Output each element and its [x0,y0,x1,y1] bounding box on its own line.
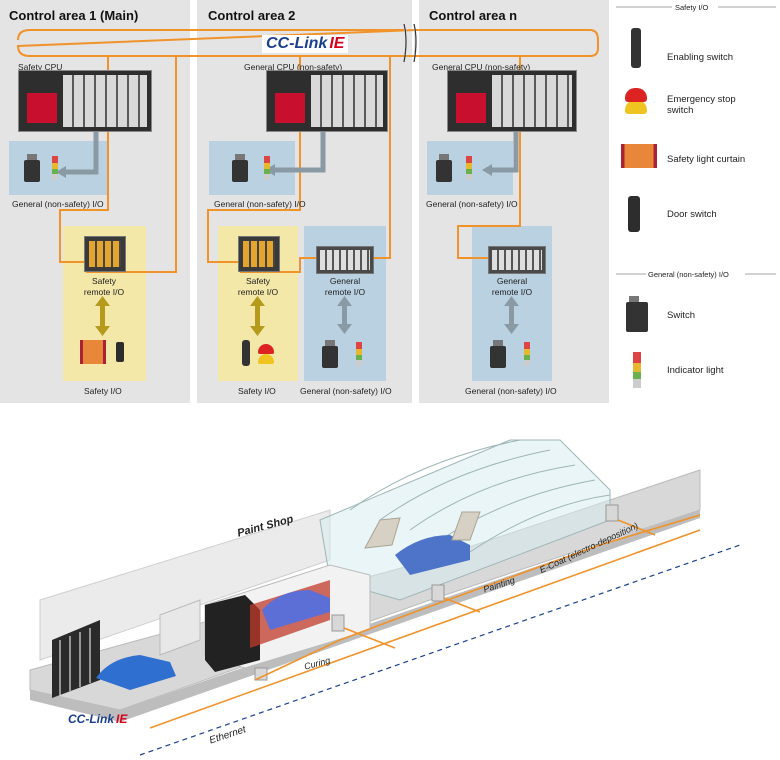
indicator-light-2 [264,156,270,180]
safety-light-curtain-icon [80,340,106,364]
safety-remote-io-1 [84,236,126,272]
area-1-safety-remote-label: Safety remote I/O [83,276,125,297]
legend-emergency-stop-label: Emergency stop switch [667,94,736,116]
switch-device-nb [490,340,506,368]
legend-safety-header: Safety I/O [675,3,709,12]
safety-cpu-rack [18,70,152,132]
switch-device-n [436,154,452,182]
area-n-general-io-bottom-label: General (non-safety) I/O [465,386,557,396]
indicator-light-2b [356,342,362,366]
legend-enabling-switch-label: Enabling switch [667,52,734,63]
switch-device-1 [24,154,40,182]
indicator-light-n [466,156,472,180]
legend-indicator-light-icon [633,352,641,388]
legend-indicator-light-label: Indicator light [667,365,724,376]
area-n-cpu-label: General CPU (non-safety) [432,62,531,72]
area-2-safety-remote-label: Safety remote I/O [237,276,279,297]
legend-switch-icon [626,296,648,332]
legend-enabling-switch-icon [631,28,641,68]
door-switch-icon [116,342,124,362]
legend-general-header: General (non-safety) I/O [648,270,729,279]
area-1-title: Control area 1 (Main) [9,8,139,23]
area-1-cpu-label: Safety CPU [18,62,63,72]
legend-door-switch-label: Door switch [667,209,717,220]
area-n-title: Control area n [429,8,518,23]
legend-switch-label: Switch [667,310,695,321]
indicator-light-nb [524,342,530,366]
legend-emergency-stop-icon [625,88,647,102]
safety-remote-io-2 [238,236,280,272]
general-remote-io-2 [316,246,374,274]
area-2-cpu-label: General CPU (non-safety) [244,62,343,72]
area-n-general-remote-label: General remote I/O [491,276,533,297]
area-2-title: Control area 2 [208,8,296,23]
general-cpu-rack-n [447,70,577,132]
area-1-safety-io-label: Safety I/O [84,386,122,396]
general-cpu-rack-2 [266,70,388,132]
enabling-switch-icon [242,340,250,366]
area-n-general-io-label: General (non-safety) I/O [426,199,518,209]
legend-door-switch-icon [628,196,640,232]
indicator-light-1 [52,156,58,180]
switch-device-2b [322,340,338,368]
switch-device-2 [232,154,248,182]
area-2-general-io-label: General (non-safety) I/O [214,199,306,209]
area-1-general-io-label: General (non-safety) I/O [12,199,104,209]
emergency-stop-icon [258,344,274,354]
area-2-general-io-bottom-label: General (non-safety) I/O [300,386,392,396]
general-remote-io-n [488,246,546,274]
legend-light-curtain-label: Safety light curtain [667,154,746,165]
area-2-safety-io-label: Safety I/O [238,386,276,396]
area-2-general-remote-label: General remote I/O [324,276,366,297]
legend-light-curtain-icon [621,144,657,168]
